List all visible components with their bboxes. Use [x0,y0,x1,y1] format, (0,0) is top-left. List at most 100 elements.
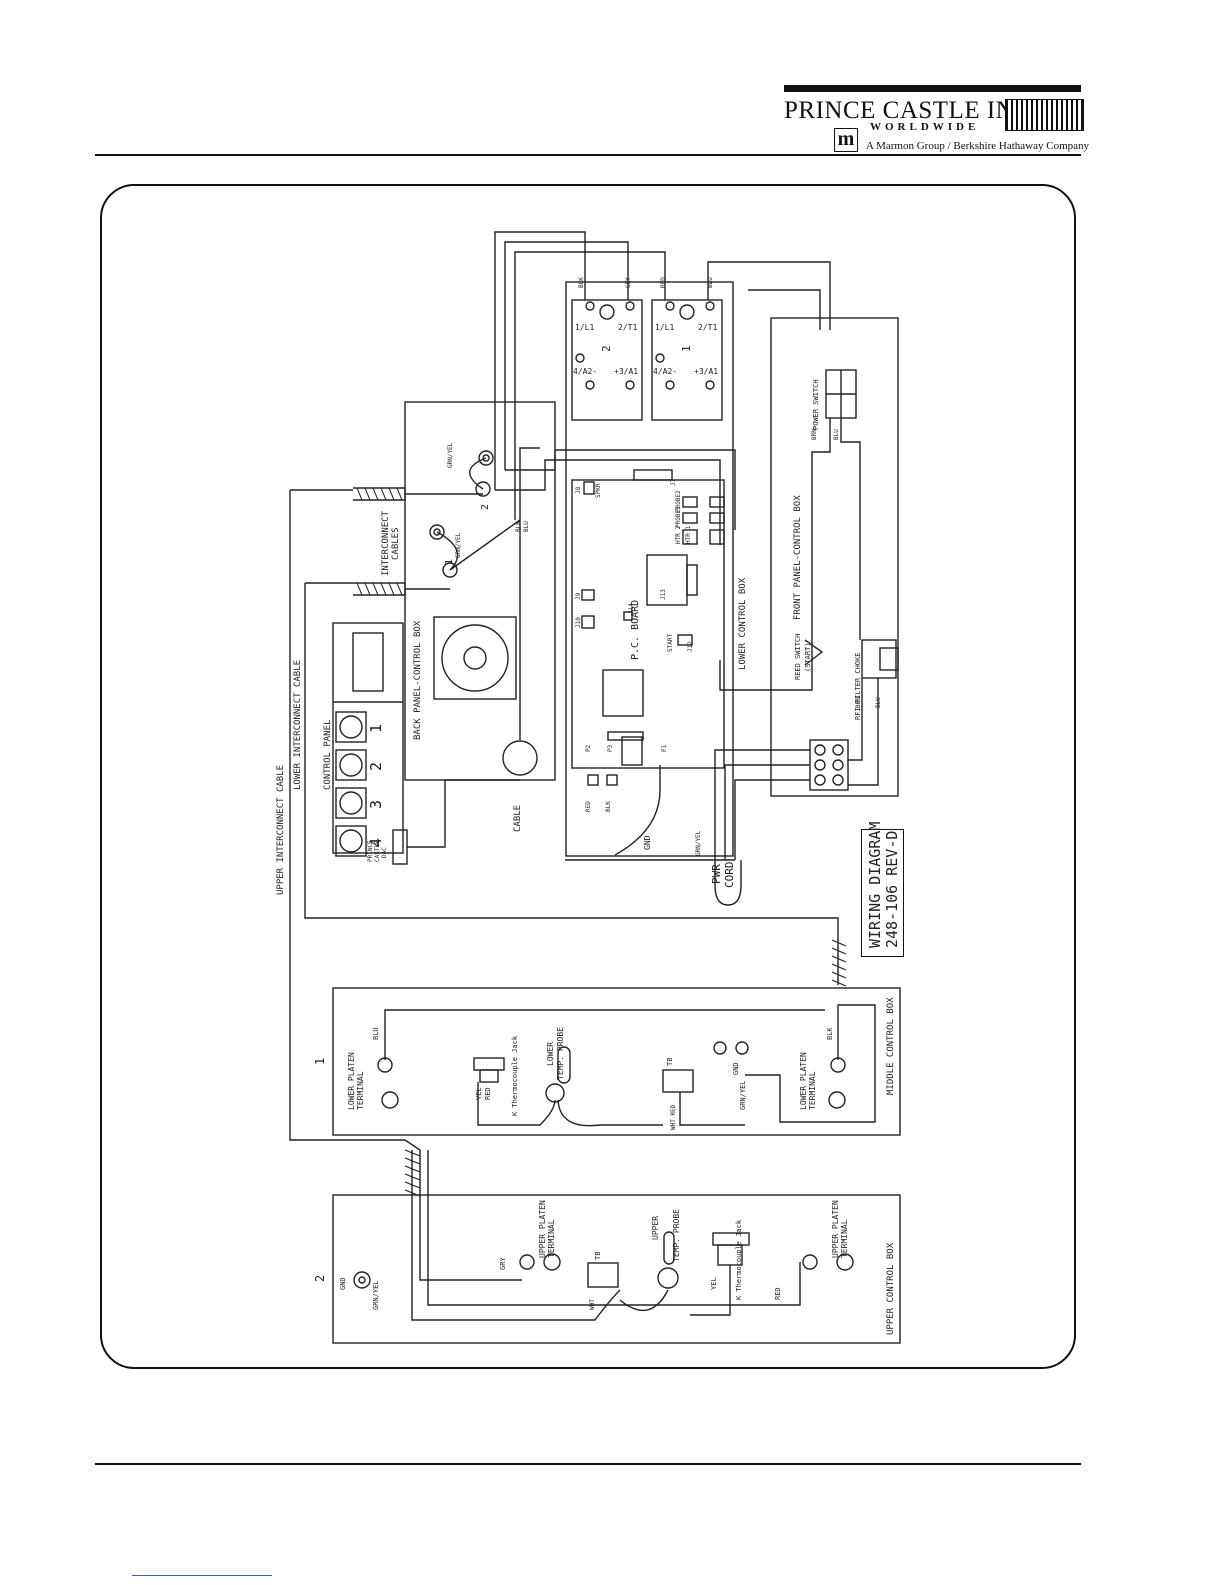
cable-label: CABLE [513,805,523,832]
relay-2-body [571,299,643,421]
relay2-a2: 4/A2- [573,367,597,376]
relay1-t1: 2/T1 [698,323,717,332]
wire-blu-relay: BLU [707,277,714,288]
pc-board-outline [571,479,725,769]
middle-control-box-label: MIDDLE CONTROL BOX [886,997,896,1095]
wire-blk-pcb: BLK [605,801,612,812]
wire-gry-relay: GRY [625,277,632,288]
back-panel-outline [404,401,556,781]
rfi-filter-label: RFI FILTER CHOKE [854,653,862,720]
relay2-t1: 2/T1 [618,323,637,332]
j10-label: J10 [575,617,582,628]
company-worldwide: WORLDWIDE [870,121,980,133]
lower-control-box-label: LOWER CONTROL BOX [738,577,748,670]
wire-grn-yel-back1: GRN/YEL [447,442,454,468]
wire-blu-switch: BLU [833,429,840,440]
j9-label: J9 [575,592,582,600]
control-panel-outline [332,622,404,854]
p3-label: P3 [607,744,614,752]
htr2-label: HTR 2 [675,526,682,544]
upper-interconnect-label: UPPER INTERCONNECT CABLE [276,765,286,895]
j14-label: J14 [628,603,635,614]
speaker-body [433,616,517,700]
keypad-1: 1 [367,724,385,733]
wire-yel-middle: YEL [475,1087,483,1100]
start-label: (START) [804,642,812,672]
rfi-choke-body [861,639,897,679]
power-switch-label: POWER SWITCH [812,379,820,430]
dac-castle-label: CASTLE [374,840,381,862]
dac-prince-label: PRINCE [367,840,374,862]
cord-label: CORD [723,862,736,889]
cables-label: CABLES [391,527,401,560]
ground-lug-1-number: 1 [444,559,455,565]
upper-control-box-label: UPPER CONTROL BOX [886,1242,896,1335]
probe1-label: PROBE1 [675,506,682,528]
lower-interconnect-label: LOWER INTERCONNECT CABLE [293,660,303,790]
relay1-l1: 1/L1 [655,323,674,332]
back-panel-label: BACK PANEL-CONTROL BOX [413,620,423,740]
j12-label: J12 [687,641,694,652]
f1-label: F1 [661,744,668,752]
lower-temp-probe-label: TEMP. PROBE [556,1027,565,1080]
dac-label: DAC [381,847,388,858]
wire-blu-middle: BLU [372,1027,380,1040]
control-panel-label: CONTROL PANEL [323,720,333,790]
upper-terminal-right: TERMINAL [840,1219,849,1258]
footer-link-underline[interactable] [132,1575,272,1576]
company-name: PRINCE CASTLE INC. [784,97,1039,124]
wiring-diagram-revision: 248-106 REV-D [883,831,901,948]
wire-blk-middle: BLK [826,1027,834,1040]
j13-label: J13 [660,589,667,600]
wire-red-relay: RED [660,277,667,288]
upper-k-jack-label: K Thermocouple Jack [735,1219,743,1300]
j8-label: J8 [575,486,582,494]
relay2-a1: +3/A1 [614,367,638,376]
relay2-l1: 1/L1 [575,323,594,332]
pcb-gnd-label: GND [643,835,652,850]
logo-top-bar [784,85,1081,92]
relay1-a2: 4/A2- [653,367,677,376]
keypad-2: 2 [367,762,385,771]
company-affiliation: A Marmon Group / Berkshire Hathaway Comp… [866,140,1090,152]
upper-gnd-label: GND [339,1277,347,1290]
lower-platen-terminal-left: LOWER PLATEN [347,1052,356,1110]
dac-connector [392,829,408,865]
wire-blu-rfi: BLU [875,697,882,708]
front-panel-outline [770,317,899,797]
cable-grommet [502,740,538,776]
upper-temp-probe-label: TEMP. PROBE [672,1209,681,1262]
upper-box-number: 2 [313,1275,327,1282]
relay-1-body [651,299,723,421]
globe-logo-icon [1005,99,1084,131]
lower-platen-terminal-right: LOWER PLATEN [799,1052,808,1110]
wire-grn-yel-upper: GRN/YEL [372,1280,380,1310]
middle-box-number: 1 [313,1058,327,1065]
wire-red-middle: RED [484,1087,492,1100]
lower-probe-word: LOWER [546,1042,555,1066]
wire-yel-upper: YEL [710,1277,718,1290]
relay2-number: 2 [600,345,613,352]
front-panel-label: FRONT PANEL-CONTROL BOX [793,495,803,620]
pwr-label: PWR [710,864,723,884]
wire-blk-relay: BLK [578,277,585,288]
upper-control-box-outline [332,1194,901,1344]
wire-wht-upper: WHT [589,1299,596,1310]
header-rule [95,154,1081,156]
wire-red-pcb: RED [585,801,592,812]
upper-terminal-left: TERMINAL [547,1219,556,1258]
relay1-a1: +3/A1 [694,367,718,376]
middle-gnd-label: GND [732,1062,740,1075]
upper-probe-word: UPPER [651,1216,660,1240]
upper-tb-label: TB [594,1252,602,1260]
wire-blu-back: BLU [523,521,530,532]
wire-grn-yel-pcb: GRN/YEL [695,830,702,856]
wire-wht-red-middle: WHT RED [670,1104,677,1130]
middle-control-box-outline [332,987,901,1136]
j7-label: J7 [670,478,677,486]
reed-switch-label: REED SWITCH [794,634,802,680]
wiring-diagram-title-box [861,829,904,957]
wire-blk-back: BLK [515,521,522,532]
marmon-logo-icon: m [834,128,858,152]
